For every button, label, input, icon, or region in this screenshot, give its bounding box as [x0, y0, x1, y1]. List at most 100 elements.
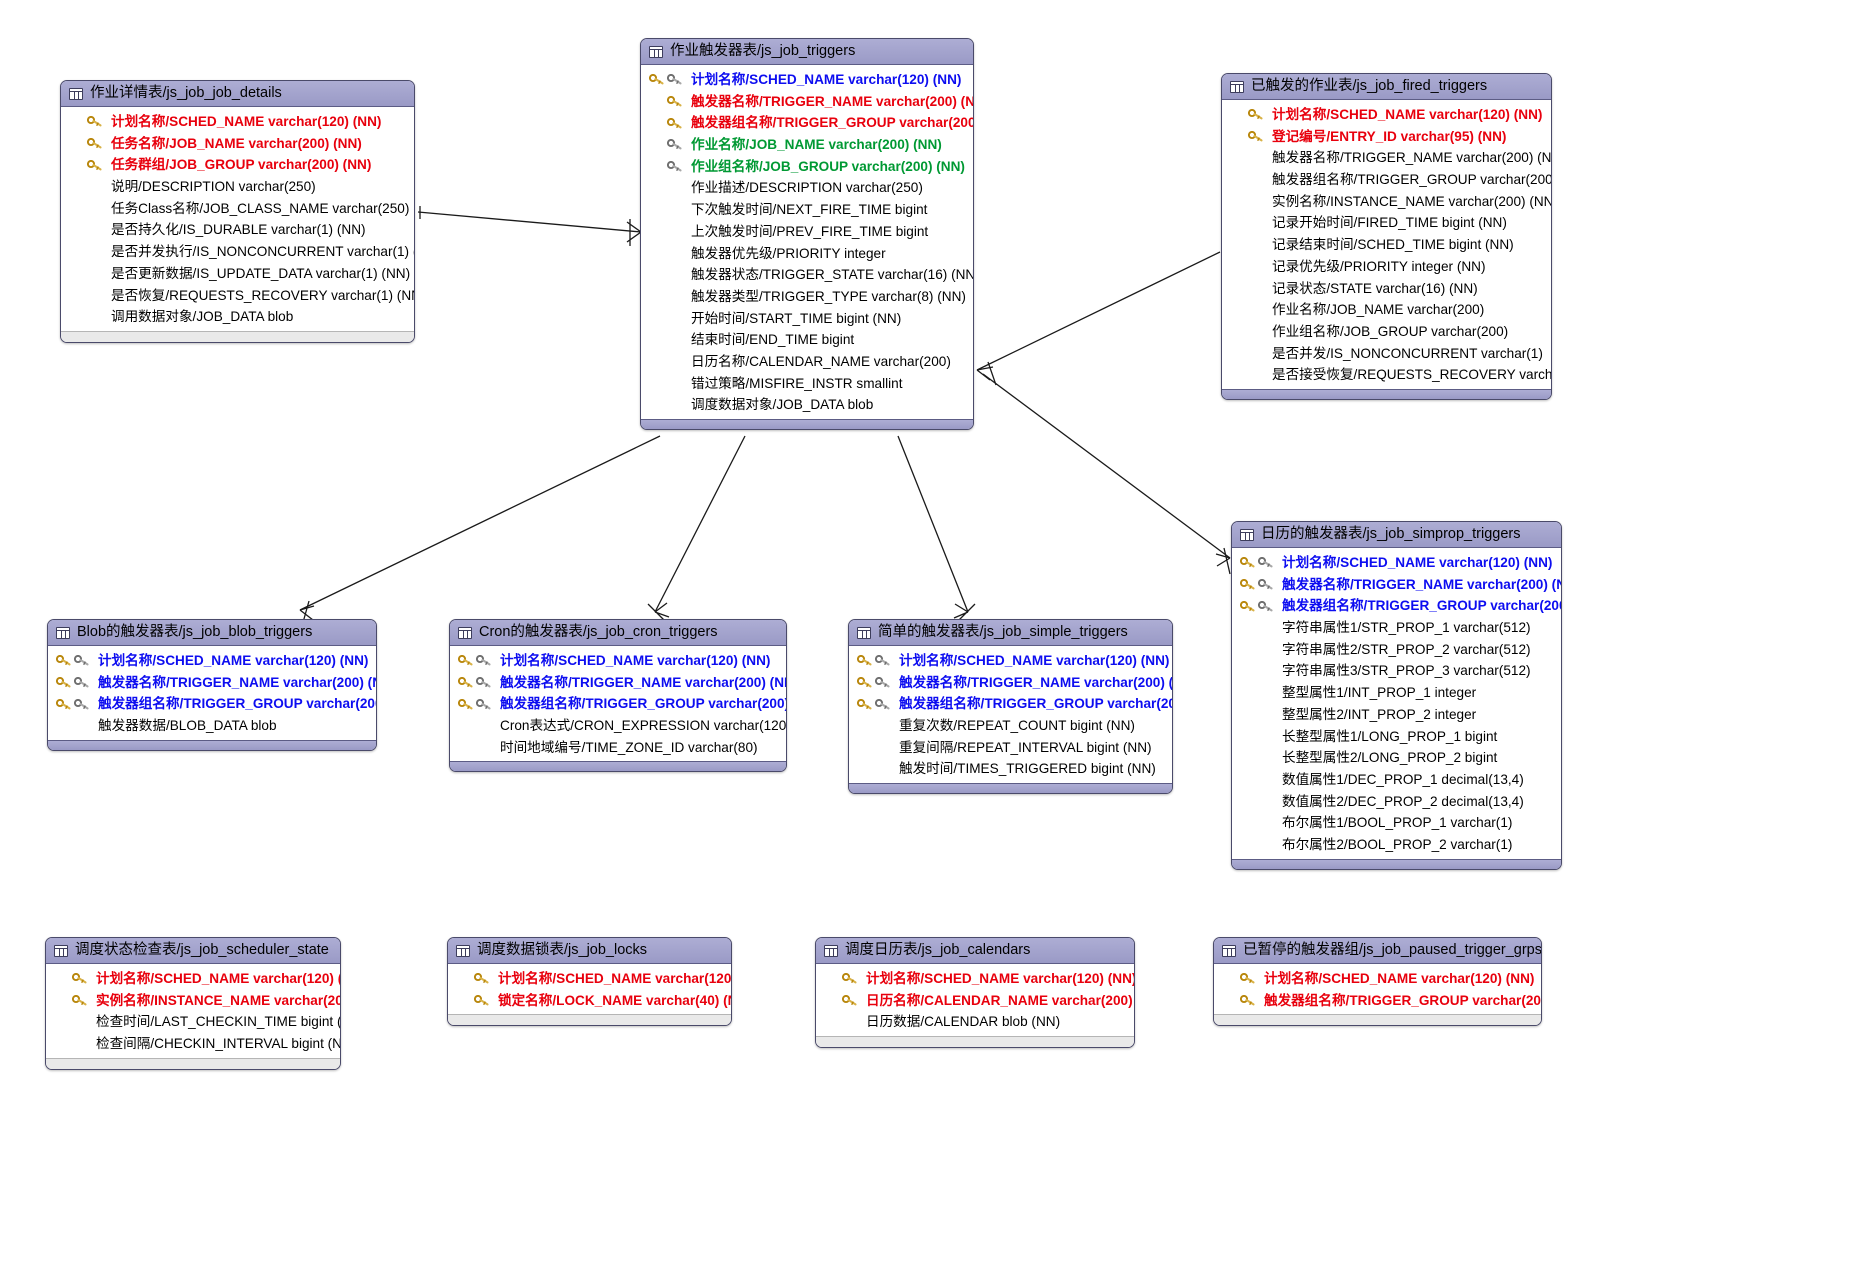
- column-row[interactable]: 计划名称/SCHED_NAME varchar(120) (NN): [849, 650, 1172, 672]
- column-row[interactable]: 计划名称/SCHED_NAME varchar(120) (NN): [61, 111, 414, 133]
- column-row[interactable]: 计划名称/SCHED_NAME varchar(120) (NN): [1222, 104, 1551, 126]
- column-row[interactable]: 是否恢复/REQUESTS_RECOVERY varchar(1) (NN): [61, 285, 414, 307]
- table-job_triggers[interactable]: 作业触发器表/js_job_triggers 计划名称/SCHED_NAME va…: [640, 38, 974, 430]
- column-row[interactable]: 检查时间/LAST_CHECKIN_TIME bigint (NN): [46, 1011, 340, 1033]
- column-row[interactable]: 开始时间/START_TIME bigint (NN): [641, 308, 973, 330]
- column-row[interactable]: 实例名称/INSTANCE_NAME varchar(200) (NN): [1222, 191, 1551, 213]
- column-row[interactable]: 日历名称/CALENDAR_NAME varchar(200) (NN): [816, 990, 1134, 1012]
- table-locks[interactable]: 调度数据锁表/js_job_locks 计划名称/SCHED_NAME varch…: [447, 937, 732, 1027]
- table-blob_triggers[interactable]: Blob的触发器表/js_job_blob_triggers 计划名称/SCHED…: [47, 619, 377, 751]
- table-simprop_triggers[interactable]: 日历的触发器表/js_job_simprop_triggers 计划名称/SCHE…: [1231, 521, 1562, 870]
- column-row[interactable]: 调度数据对象/JOB_DATA blob: [641, 394, 973, 416]
- column-row[interactable]: 是否更新数据/IS_UPDATE_DATA varchar(1) (NN): [61, 263, 414, 285]
- table-header-job_triggers[interactable]: 作业触发器表/js_job_triggers: [641, 39, 973, 65]
- column-row[interactable]: 登记编号/ENTRY_ID varchar(95) (NN): [1222, 126, 1551, 148]
- column-row[interactable]: 触发器组名称/TRIGGER_GROUP varchar(200) (NN): [1214, 990, 1541, 1012]
- column-row[interactable]: 结束时间/END_TIME bigint: [641, 329, 973, 351]
- column-row[interactable]: 触发器组名称/TRIGGER_GROUP varchar(200) (NN): [849, 693, 1172, 715]
- column-row[interactable]: 触发器名称/TRIGGER_NAME varchar(200) (NN): [1222, 147, 1551, 169]
- column-row[interactable]: 上次触发时间/PREV_FIRE_TIME bigint: [641, 221, 973, 243]
- column-row[interactable]: 整型属性1/INT_PROP_1 integer: [1232, 682, 1561, 704]
- column-row[interactable]: 计划名称/SCHED_NAME varchar(120) (NN): [1214, 968, 1541, 990]
- table-job_details[interactable]: 作业详情表/js_job_job_details 计划名称/SCHED_NAME …: [60, 80, 415, 343]
- column-row[interactable]: Cron表达式/CRON_EXPRESSION varchar(120) (NN…: [450, 715, 786, 737]
- column-row[interactable]: 整型属性2/INT_PROP_2 integer: [1232, 704, 1561, 726]
- column-row[interactable]: 记录开始时间/FIRED_TIME bigint (NN): [1222, 212, 1551, 234]
- column-row[interactable]: 触发时间/TIMES_TRIGGERED bigint (NN): [849, 758, 1172, 780]
- column-row[interactable]: 触发器状态/TRIGGER_STATE varchar(16) (NN): [641, 264, 973, 286]
- column-row[interactable]: 是否并发执行/IS_NONCONCURRENT varchar(1) (NN): [61, 241, 414, 263]
- column-row[interactable]: 重复间隔/REPEAT_INTERVAL bigint (NN): [849, 737, 1172, 759]
- column-row[interactable]: 计划名称/SCHED_NAME varchar(120) (NN): [448, 968, 731, 990]
- column-row[interactable]: 下次触发时间/NEXT_FIRE_TIME bigint: [641, 199, 973, 221]
- column-row[interactable]: 触发器组名称/TRIGGER_GROUP varchar(200) (NN): [48, 693, 376, 715]
- column-row[interactable]: 作业名称/JOB_NAME varchar(200) (NN): [641, 134, 973, 156]
- column-row[interactable]: 调用数据对象/JOB_DATA blob: [61, 306, 414, 328]
- table-header-simprop_triggers[interactable]: 日历的触发器表/js_job_simprop_triggers: [1232, 522, 1561, 548]
- column-row[interactable]: 长整型属性2/LONG_PROP_2 bigint: [1232, 747, 1561, 769]
- column-row[interactable]: 触发器名称/TRIGGER_NAME varchar(200) (NN): [48, 672, 376, 694]
- column-row[interactable]: 触发器组名称/TRIGGER_GROUP varchar(200) (NN): [1232, 595, 1561, 617]
- column-row[interactable]: 布尔属性2/BOOL_PROP_2 varchar(1): [1232, 834, 1561, 856]
- column-row[interactable]: 任务群组/JOB_GROUP varchar(200) (NN): [61, 154, 414, 176]
- table-header-job_details[interactable]: 作业详情表/js_job_job_details: [61, 81, 414, 107]
- column-row[interactable]: 锁定名称/LOCK_NAME varchar(40) (NN): [448, 990, 731, 1012]
- table-header-locks[interactable]: 调度数据锁表/js_job_locks: [448, 938, 731, 964]
- table-header-scheduler_state[interactable]: 调度状态检查表/js_job_scheduler_state: [46, 938, 340, 964]
- column-row[interactable]: 触发器组名称/TRIGGER_GROUP varchar(200) (NN): [1222, 169, 1551, 191]
- table-scheduler_state[interactable]: 调度状态检查表/js_job_scheduler_state 计划名称/SCHED…: [45, 937, 341, 1070]
- column-row[interactable]: 作业组名称/JOB_GROUP varchar(200) (NN): [641, 156, 973, 178]
- column-row[interactable]: 触发器优先级/PRIORITY integer: [641, 243, 973, 265]
- column-row[interactable]: 触发器名称/TRIGGER_NAME varchar(200) (NN): [450, 672, 786, 694]
- column-row[interactable]: 记录优先级/PRIORITY integer (NN): [1222, 256, 1551, 278]
- column-row[interactable]: 实例名称/INSTANCE_NAME varchar(200) (NN): [46, 990, 340, 1012]
- column-row[interactable]: 记录状态/STATE varchar(16) (NN): [1222, 278, 1551, 300]
- column-row[interactable]: 字符串属性3/STR_PROP_3 varchar(512): [1232, 660, 1561, 682]
- column-row[interactable]: 计划名称/SCHED_NAME varchar(120) (NN): [48, 650, 376, 672]
- column-row[interactable]: 时间地域编号/TIME_ZONE_ID varchar(80): [450, 737, 786, 759]
- column-row[interactable]: 说明/DESCRIPTION varchar(250): [61, 176, 414, 198]
- column-row[interactable]: 日历名称/CALENDAR_NAME varchar(200): [641, 351, 973, 373]
- column-row[interactable]: 是否持久化/IS_DURABLE varchar(1) (NN): [61, 219, 414, 241]
- column-row[interactable]: 触发器数据/BLOB_DATA blob: [48, 715, 376, 737]
- table-cron_triggers[interactable]: Cron的触发器表/js_job_cron_triggers 计划名称/SCHED…: [449, 619, 787, 773]
- column-row[interactable]: 字符串属性2/STR_PROP_2 varchar(512): [1232, 639, 1561, 661]
- column-row[interactable]: 错过策略/MISFIRE_INSTR smallint: [641, 373, 973, 395]
- column-row[interactable]: 记录结束时间/SCHED_TIME bigint (NN): [1222, 234, 1551, 256]
- column-row[interactable]: 计划名称/SCHED_NAME varchar(120) (NN): [450, 650, 786, 672]
- table-header-cron_triggers[interactable]: Cron的触发器表/js_job_cron_triggers: [450, 620, 786, 646]
- column-row[interactable]: 触发器组名称/TRIGGER_GROUP varchar(200) (NN): [450, 693, 786, 715]
- column-row[interactable]: 重复次数/REPEAT_COUNT bigint (NN): [849, 715, 1172, 737]
- column-row[interactable]: 触发器名称/TRIGGER_NAME varchar(200) (NN): [641, 91, 973, 113]
- column-row[interactable]: 长整型属性1/LONG_PROP_1 bigint: [1232, 726, 1561, 748]
- column-row[interactable]: 触发器名称/TRIGGER_NAME varchar(200) (NN): [1232, 574, 1561, 596]
- table-header-fired_triggers[interactable]: 已触发的作业表/js_job_fired_triggers: [1222, 74, 1551, 100]
- table-header-calendars[interactable]: 调度日历表/js_job_calendars: [816, 938, 1134, 964]
- column-row[interactable]: 触发器类型/TRIGGER_TYPE varchar(8) (NN): [641, 286, 973, 308]
- table-header-blob_triggers[interactable]: Blob的触发器表/js_job_blob_triggers: [48, 620, 376, 646]
- column-row[interactable]: 触发器组名称/TRIGGER_GROUP varchar(200) (NN): [641, 112, 973, 134]
- column-row[interactable]: 作业组名称/JOB_GROUP varchar(200): [1222, 321, 1551, 343]
- column-row[interactable]: 数值属性2/DEC_PROP_2 decimal(13,4): [1232, 791, 1561, 813]
- column-row[interactable]: 是否并发/IS_NONCONCURRENT varchar(1): [1222, 343, 1551, 365]
- column-row[interactable]: 计划名称/SCHED_NAME varchar(120) (NN): [641, 69, 973, 91]
- column-row[interactable]: 字符串属性1/STR_PROP_1 varchar(512): [1232, 617, 1561, 639]
- column-row[interactable]: 任务Class名称/JOB_CLASS_NAME varchar(250) (N…: [61, 198, 414, 220]
- column-row[interactable]: 数值属性1/DEC_PROP_1 decimal(13,4): [1232, 769, 1561, 791]
- column-row[interactable]: 计划名称/SCHED_NAME varchar(120) (NN): [816, 968, 1134, 990]
- table-fired_triggers[interactable]: 已触发的作业表/js_job_fired_triggers 计划名称/SCHED_…: [1221, 73, 1552, 400]
- table-header-paused_trigger_grps[interactable]: 已暂停的触发器组/js_job_paused_trigger_grps: [1214, 938, 1541, 964]
- column-row[interactable]: 计划名称/SCHED_NAME varchar(120) (NN): [46, 968, 340, 990]
- table-paused_trigger_grps[interactable]: 已暂停的触发器组/js_job_paused_trigger_grps 计划名称/…: [1213, 937, 1542, 1027]
- column-row[interactable]: 日历数据/CALENDAR blob (NN): [816, 1011, 1134, 1033]
- column-row[interactable]: 作业描述/DESCRIPTION varchar(250): [641, 177, 973, 199]
- column-row[interactable]: 计划名称/SCHED_NAME varchar(120) (NN): [1232, 552, 1561, 574]
- column-row[interactable]: 检查间隔/CHECKIN_INTERVAL bigint (NN): [46, 1033, 340, 1055]
- column-row[interactable]: 触发器名称/TRIGGER_NAME varchar(200) (NN): [849, 672, 1172, 694]
- table-calendars[interactable]: 调度日历表/js_job_calendars 计划名称/SCHED_NAME va…: [815, 937, 1135, 1049]
- column-row[interactable]: 是否接受恢复/REQUESTS_RECOVERY varchar(1): [1222, 364, 1551, 386]
- column-row[interactable]: 作业名称/JOB_NAME varchar(200): [1222, 299, 1551, 321]
- column-row[interactable]: 任务名称/JOB_NAME varchar(200) (NN): [61, 133, 414, 155]
- column-row[interactable]: 布尔属性1/BOOL_PROP_1 varchar(1): [1232, 812, 1561, 834]
